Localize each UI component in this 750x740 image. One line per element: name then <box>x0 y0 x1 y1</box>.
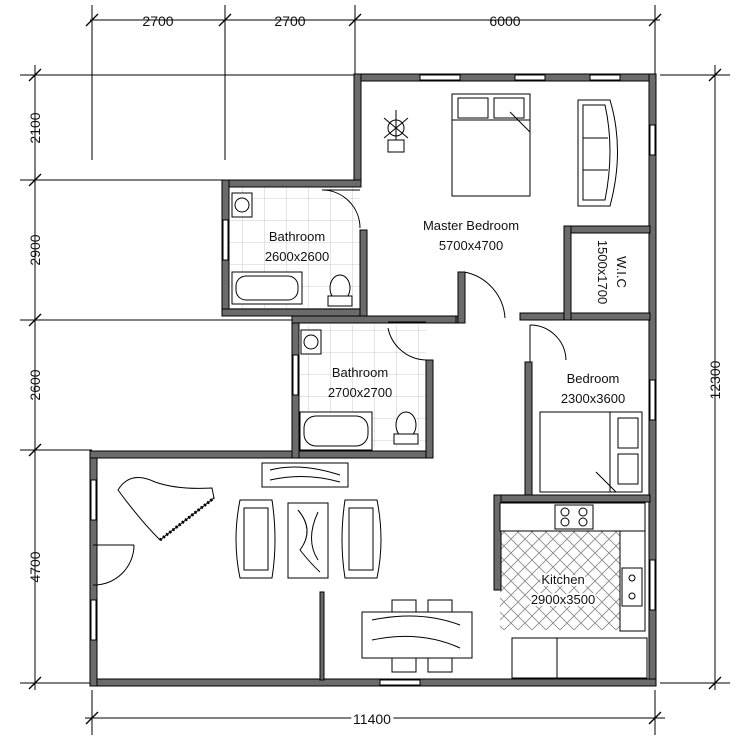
room-size: 2600x2600 <box>265 249 329 264</box>
dimension-lines <box>20 5 730 735</box>
room-bathroom-2: Bathroom 2700x2700 <box>328 365 392 400</box>
bedroom-bed <box>539 411 643 493</box>
dim-left-2: 2900 <box>27 234 43 265</box>
living-seating <box>235 462 382 579</box>
room-name: Master Bedroom <box>423 218 519 233</box>
dim-top-2: 2700 <box>274 13 305 29</box>
room-master-bedroom: Master Bedroom 5700x4700 <box>423 218 519 253</box>
dim-left-4: 4700 <box>27 551 43 582</box>
piano-icon <box>117 477 215 542</box>
dim-right: 12300 <box>707 360 723 399</box>
room-name: Bathroom <box>332 365 388 380</box>
bathroom-2-fixtures <box>299 329 419 451</box>
bathroom-1-fixtures <box>231 192 353 307</box>
room-size: 1500x1700 <box>595 240 610 304</box>
dining-table <box>361 599 473 673</box>
room-wic: W.I.C 1500x1700 <box>595 240 629 304</box>
kitchen-tiles <box>500 530 620 630</box>
windows <box>90 74 656 686</box>
room-kitchen: Kitchen 2900x3500 <box>529 570 597 609</box>
dim-top-3: 6000 <box>489 13 520 29</box>
room-size: 2900x3500 <box>531 592 595 607</box>
doors <box>92 189 567 586</box>
master-bed <box>451 93 531 197</box>
room-bedroom: Bedroom 2300x3600 <box>561 371 625 406</box>
room-size: 2700x2700 <box>328 385 392 400</box>
kitchen-fixtures <box>499 502 648 679</box>
master-sofa <box>577 99 618 207</box>
room-name: Bedroom <box>567 371 620 386</box>
plant-icon <box>383 110 409 153</box>
dim-top-1: 2700 <box>142 13 173 29</box>
dim-left-3: 2600 <box>27 369 43 400</box>
dim-left-1: 2100 <box>27 112 43 143</box>
room-name: Bathroom <box>269 229 325 244</box>
room-name: W.I.C <box>614 256 629 288</box>
room-size: 5700x4700 <box>439 238 503 253</box>
room-size: 2300x3600 <box>561 391 625 406</box>
dim-bottom: 11400 <box>353 711 391 727</box>
room-bathroom-1: Bathroom 2600x2600 <box>265 229 329 264</box>
room-name: Kitchen <box>541 572 584 587</box>
